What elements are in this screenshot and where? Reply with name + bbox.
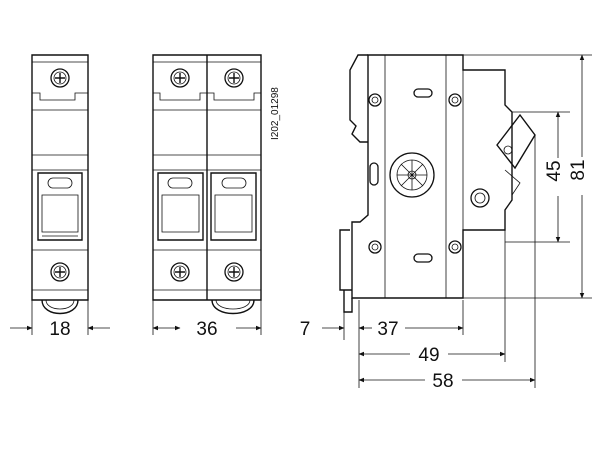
drawing-code: I202_01298 bbox=[270, 87, 281, 140]
dimension-width-2-pole: 36 bbox=[152, 300, 262, 340]
dimension-depth-37: 37 bbox=[358, 300, 464, 388]
dimension-height-81: 81 bbox=[463, 54, 592, 299]
dim-label-81: 81 bbox=[568, 159, 589, 180]
screw-icon bbox=[170, 68, 190, 88]
rotary-knob-icon bbox=[389, 152, 435, 198]
dimension-height-45: 45 bbox=[505, 111, 570, 243]
dim-label-36: 36 bbox=[196, 319, 217, 340]
screw-icon bbox=[224, 68, 244, 88]
dim-label-18: 18 bbox=[49, 319, 70, 340]
front-view-2-pole bbox=[152, 54, 262, 315]
dimension-rail-offset: 7 bbox=[300, 312, 345, 340]
dim-label-49: 49 bbox=[418, 345, 439, 366]
dim-label-58: 58 bbox=[432, 371, 453, 392]
rail-clip bbox=[211, 299, 255, 315]
dimension-depth-49: 49 bbox=[358, 230, 506, 366]
dimension-depth-58: 58 bbox=[358, 135, 536, 392]
side-view bbox=[339, 54, 536, 313]
dim-label-37: 37 bbox=[377, 319, 398, 340]
screw-icon bbox=[50, 68, 70, 88]
dim-label-7: 7 bbox=[300, 319, 311, 340]
screw-icon bbox=[170, 262, 190, 282]
dim-label-45: 45 bbox=[544, 160, 565, 181]
screw-icon bbox=[224, 262, 244, 282]
screw-icon bbox=[50, 262, 70, 282]
rail-clip bbox=[41, 299, 79, 315]
front-view-1-pole bbox=[31, 54, 89, 315]
dimension-width-1-pole: 18 bbox=[10, 300, 110, 340]
